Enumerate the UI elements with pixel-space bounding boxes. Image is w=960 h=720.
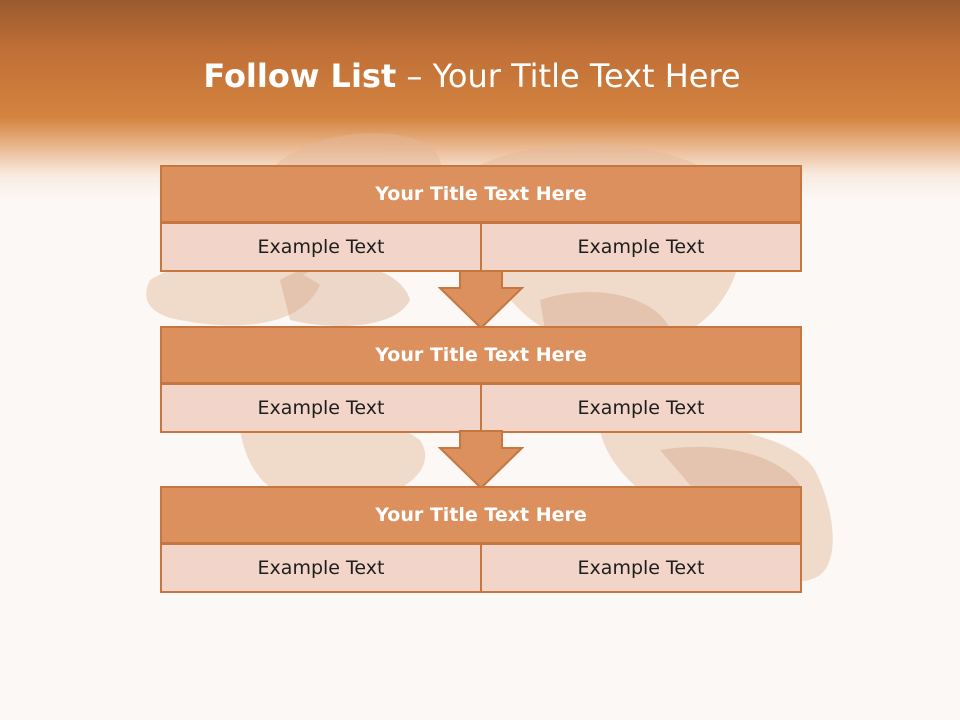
step-1-left-cell: Example Text	[160, 222, 482, 272]
page-title: Follow List – Your Title Text Here	[0, 54, 944, 98]
page-title-rest: – Your Title Text Here	[406, 57, 741, 95]
step-title-1: Your Title Text Here	[160, 165, 802, 223]
step-block-2: Your Title Text Here Example Text Exampl…	[160, 326, 802, 433]
step-block-3: Your Title Text Here Example Text Exampl…	[160, 486, 802, 593]
step-2-right-cell: Example Text	[480, 383, 802, 433]
step-2-left-cell: Example Text	[160, 383, 482, 433]
step-1-right-cell: Example Text	[480, 222, 802, 272]
down-arrow-icon	[438, 270, 524, 330]
step-title-3: Your Title Text Here	[160, 486, 802, 544]
step-3-right-cell: Example Text	[480, 543, 802, 593]
step-title-2: Your Title Text Here	[160, 326, 802, 384]
down-arrow-icon	[438, 430, 524, 490]
page-title-bold: Follow List	[203, 57, 397, 95]
step-block-1: Your Title Text Here Example Text Exampl…	[160, 165, 802, 272]
step-3-left-cell: Example Text	[160, 543, 482, 593]
